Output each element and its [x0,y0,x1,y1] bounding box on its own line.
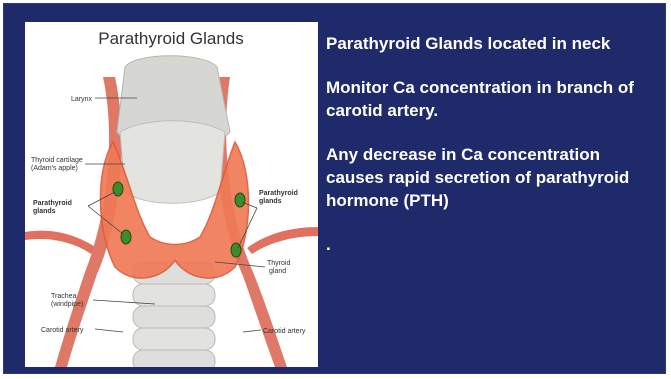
slide: Parathyroid Glands [3,3,666,374]
anatomy-diagram: Parathyroid Glands [25,22,318,367]
bullet-monitor: Monitor Ca concentration in branch of ca… [326,76,656,122]
label-adams-apple: (Adam's apple) [31,165,78,172]
label-parathyroid-left: Parathyroid [33,200,72,207]
vessel-branch-right [247,227,318,254]
slide-text: Parathyroid Glands located in neck Monit… [326,32,656,277]
label-parathyroid-right: Parathyroid [259,190,298,197]
label-thyroid-gland: gland [269,268,286,275]
figure-title: Parathyroid Glands [98,29,244,48]
parathyroid-gland-left-upper [113,182,123,196]
label-parathyroid-right-glands: glands [259,198,282,205]
label-carotid-right: Carotid artery [263,328,306,335]
label-parathyroid-left-glands: glands [33,208,56,215]
label-trachea: Trachea [51,293,77,300]
bullet-location: Parathyroid Glands located in neck [326,32,656,55]
thyroid-cartilage [120,121,225,204]
vessel-branch-left [25,231,95,254]
parathyroid-gland-left-lower [121,230,131,244]
label-thyroid-cartilage: Thyroid cartilage [31,157,83,164]
parathyroid-gland-right-upper [235,193,245,207]
label-carotid-left: Carotid artery [41,327,84,334]
bullet-dot: . [326,233,656,256]
parathyroid-illustration: Parathyroid Glands [25,22,318,367]
label-thyroid: Thyroid [267,260,290,267]
label-windpipe: (windpipe) [51,301,83,308]
label-larynx: Larynx [71,96,93,103]
bullet-secretion: Any decrease in Ca concentration causes … [326,143,656,212]
